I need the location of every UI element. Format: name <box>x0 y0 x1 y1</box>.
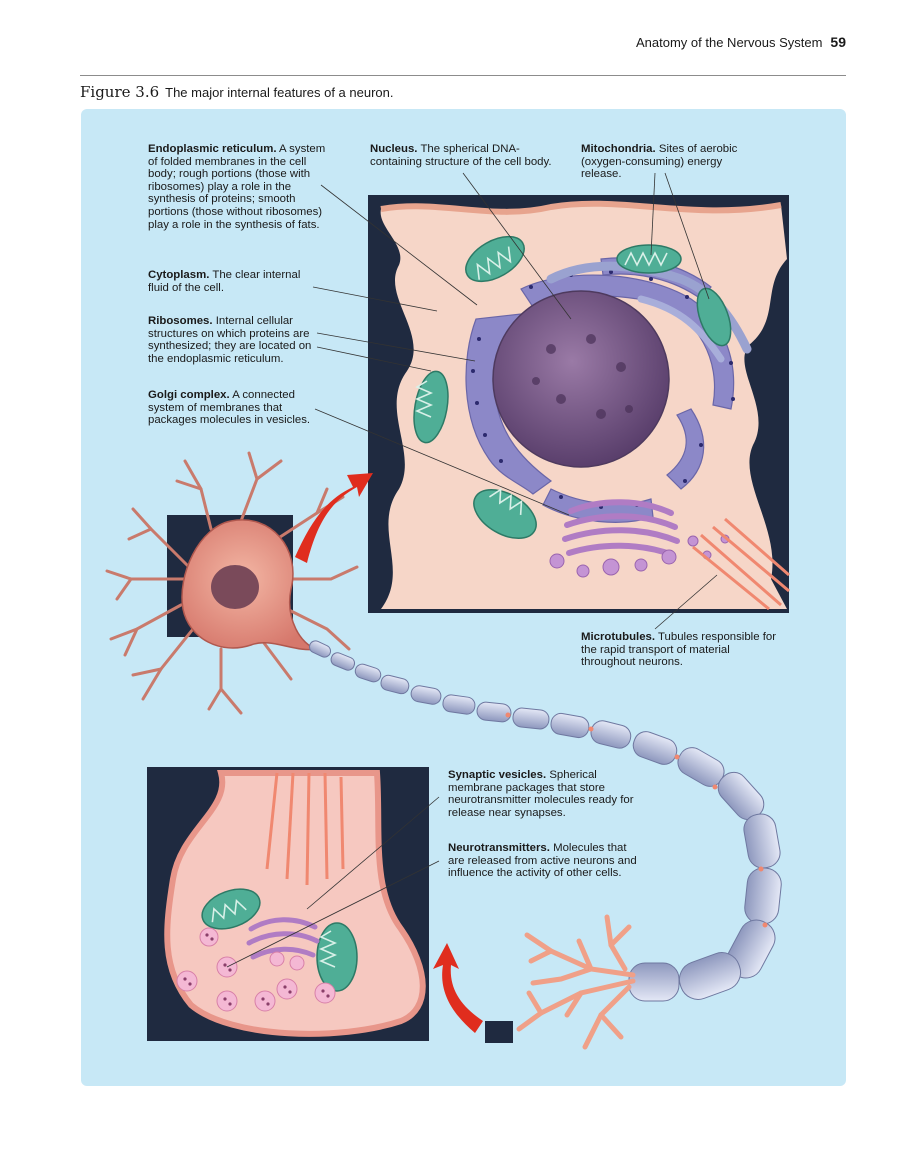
label-neurotransmitters: Neurotransmitters. Molecules that are re… <box>448 842 637 880</box>
caption-text: The major internal features of a neuron. <box>165 85 394 100</box>
axon-terminal-inset <box>147 767 429 1041</box>
label-endoplasmic-reticulum: Endoplasmic reticulum. A system of folde… <box>148 143 326 231</box>
figure-caption: Figure 3.6 The major internal features of… <box>80 83 394 101</box>
golgi-complex <box>562 499 680 558</box>
label-nucleus: Nucleus. The spherical DNA-containing st… <box>370 143 552 168</box>
label-mitochondria: Mitochondria. Sites of aerobic (oxygen-c… <box>581 143 738 181</box>
axon <box>308 640 782 1002</box>
page-number: 59 <box>830 34 846 50</box>
leader-lines <box>226 172 718 968</box>
header-rule <box>80 75 846 76</box>
running-head: Anatomy of the Nervous System 59 <box>636 34 846 50</box>
label-ribosomes: Ribosomes. Internal cellular structures … <box>148 315 312 365</box>
neuron-illustration <box>105 172 790 1050</box>
label-synaptic-vesicles: Synaptic vesicles. Spherical membrane pa… <box>448 769 634 819</box>
label-cytoplasm: Cytoplasm. The clear internal fluid of t… <box>148 269 301 294</box>
synaptic-vesicles <box>176 927 336 1012</box>
terminal-marker <box>485 1021 513 1043</box>
cell-body-inset <box>368 195 790 613</box>
microtubules <box>692 517 790 611</box>
figure-panel: Endoplasmic reticulum. A system of folde… <box>81 109 846 1086</box>
section-title: Anatomy of the Nervous System <box>636 35 823 50</box>
zoom-arrow-upper <box>295 473 373 563</box>
soma-nucleus <box>211 565 259 609</box>
label-microtubules: Microtubules. Tubules responsible for th… <box>581 631 776 669</box>
neuron-soma <box>105 451 359 715</box>
mitochondria <box>413 235 732 540</box>
figure-number: Figure 3.6 <box>80 83 160 101</box>
neurotransmitter-dots <box>183 933 330 1006</box>
axon-terminals <box>516 914 636 1050</box>
terminal-microtubules <box>265 772 345 886</box>
nucleus <box>492 290 670 468</box>
label-golgi-complex: Golgi complex. A connected system of mem… <box>148 389 311 427</box>
zoom-arrow-lower <box>433 943 483 1033</box>
